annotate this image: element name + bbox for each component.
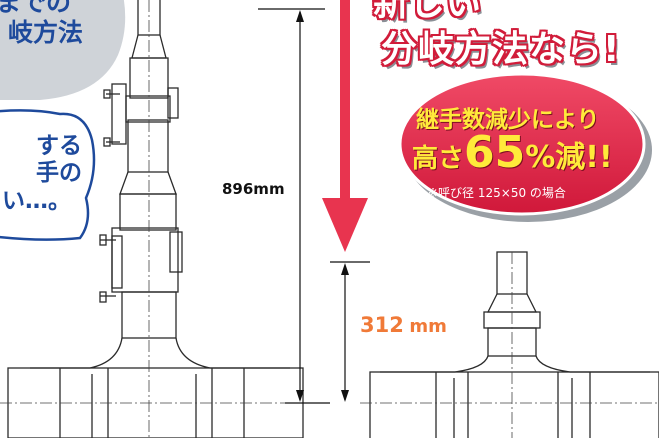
old-method-title-line1: までの bbox=[0, 0, 72, 17]
badge-number: 65 bbox=[464, 127, 526, 178]
new-height-value: 312 bbox=[360, 313, 404, 337]
badge-line2: 高さ65%減!! bbox=[412, 128, 613, 187]
reduction-arrow bbox=[322, 0, 368, 252]
old-dimension-line bbox=[258, 8, 330, 404]
concern-cloud bbox=[0, 109, 96, 241]
new-dimension-line bbox=[330, 261, 370, 400]
badge-unit: %減!! bbox=[525, 140, 613, 175]
concern-note-line1: する bbox=[36, 133, 82, 159]
reduction-badge bbox=[398, 72, 652, 222]
headline-line1: 新しい bbox=[373, 0, 482, 24]
headline-line2: 分岐方法なら! bbox=[381, 29, 621, 70]
concern-note-line3: い…。 bbox=[2, 188, 71, 214]
badge-line1: 継手数減少により bbox=[416, 107, 600, 133]
concern-note-line2: 手の bbox=[36, 160, 82, 186]
new-fitting-drawing bbox=[369, 251, 659, 438]
old-method-bubble bbox=[0, 0, 126, 100]
badge-prefix: 高さ bbox=[412, 144, 465, 174]
old-method-title-line2: 岐方法 bbox=[8, 18, 84, 47]
badge-footnote: ※呼び径 125×50 の場合 bbox=[428, 186, 566, 200]
new-height-label: 312 mm bbox=[360, 313, 447, 337]
new-height-unit: mm bbox=[409, 316, 447, 337]
old-height-label: 896mm bbox=[222, 180, 285, 198]
